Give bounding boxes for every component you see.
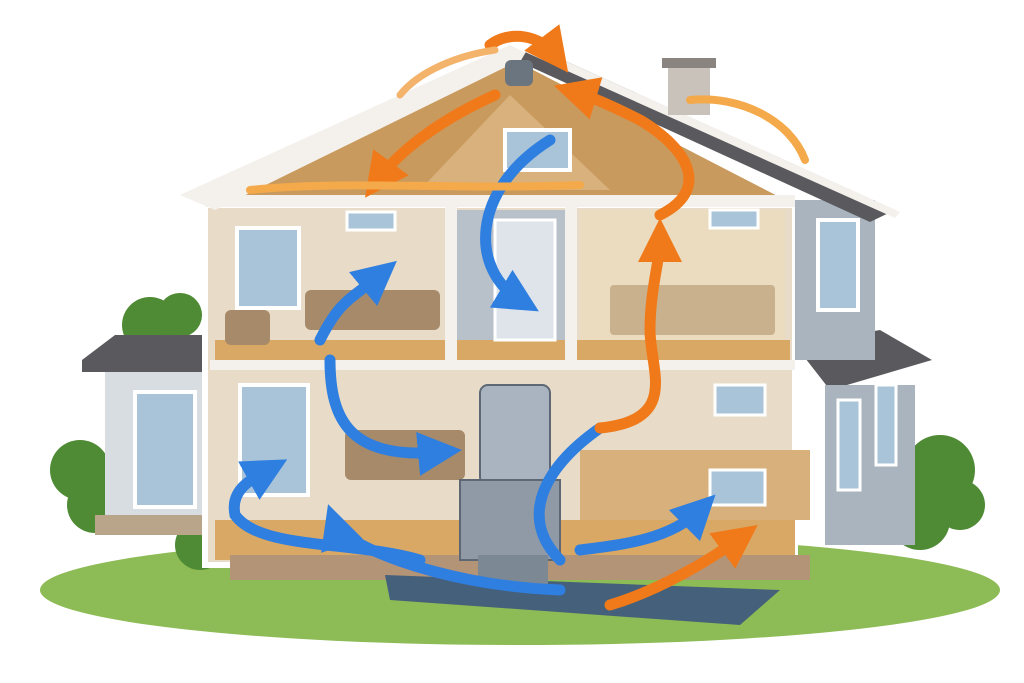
warm-air-arrow xyxy=(594,218,682,434)
roof-vent-icon xyxy=(505,60,533,86)
right-wing xyxy=(795,330,932,545)
cool-air-arrow xyxy=(321,504,566,596)
roof xyxy=(180,45,900,222)
cool-air-arrow xyxy=(533,422,606,566)
cool-air-arrow xyxy=(574,494,716,556)
warm-air-arrow xyxy=(604,524,758,611)
warm-air-arrow xyxy=(553,77,695,221)
warm-air-arrow xyxy=(396,46,499,99)
warm-air-arrow xyxy=(484,24,569,73)
warm-air-arrow xyxy=(364,89,501,198)
chimney-icon xyxy=(662,58,716,115)
cool-air-arrows xyxy=(228,134,716,596)
warm-air-arrow xyxy=(246,181,584,194)
cool-air-arrow xyxy=(480,134,556,312)
warm-air-arrows xyxy=(246,24,809,611)
cool-air-arrow xyxy=(324,354,462,476)
left-wing xyxy=(82,335,210,535)
cool-air-arrow xyxy=(314,260,397,346)
warm-air-arrow xyxy=(686,95,809,164)
